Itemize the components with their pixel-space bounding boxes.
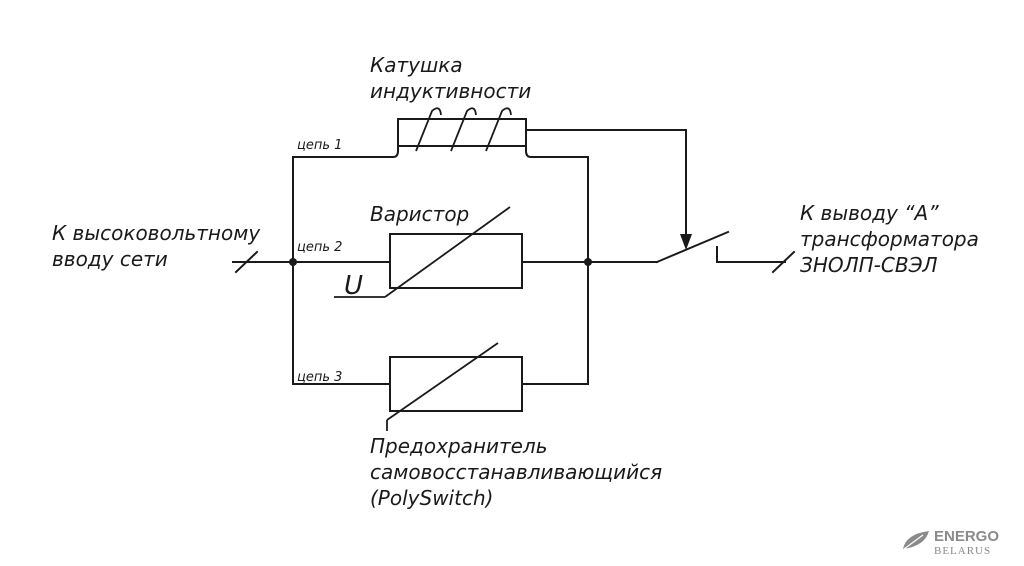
- fuse-label-2: самовосстанавливающийся: [370, 460, 662, 484]
- varistor-label: Варистор: [370, 202, 469, 226]
- input-label-1: К высоковольтному: [52, 221, 261, 245]
- output-label-2: трансформатора: [800, 227, 979, 251]
- switch: [587, 230, 786, 264]
- output-label-1: К выводу “А”: [800, 201, 939, 225]
- output-terminal-slash: [771, 250, 796, 274]
- voltage-label: U: [344, 271, 363, 301]
- input-label-2: вводу сети: [52, 247, 168, 271]
- varistor: [334, 206, 589, 298]
- input-terminal-slash: [234, 250, 259, 274]
- inductor-coil: [397, 107, 692, 250]
- circuit-2-label: цепь 2: [297, 240, 342, 255]
- coil-label-1: Катушка: [370, 53, 463, 77]
- brand-logo: ENERGO BELARUS: [903, 528, 999, 557]
- circuit-1-label: цепь 1: [297, 138, 342, 153]
- fuse-label-1: Предохранитель: [370, 434, 548, 458]
- actuator-arrow: [680, 234, 692, 250]
- brand-line-1: ENERGO: [934, 528, 999, 545]
- brand-line-2: BELARUS: [934, 545, 991, 557]
- circuit-3-label: цепь 3: [297, 370, 342, 385]
- output-label-3: ЗНОЛП-СВЭЛ: [800, 253, 938, 277]
- polyswitch-fuse: [292, 342, 589, 431]
- fuse-label-3: (PolySwitch): [370, 486, 493, 510]
- circuit-1-branch: [292, 145, 589, 158]
- coil-label-2: индуктивности: [370, 79, 531, 103]
